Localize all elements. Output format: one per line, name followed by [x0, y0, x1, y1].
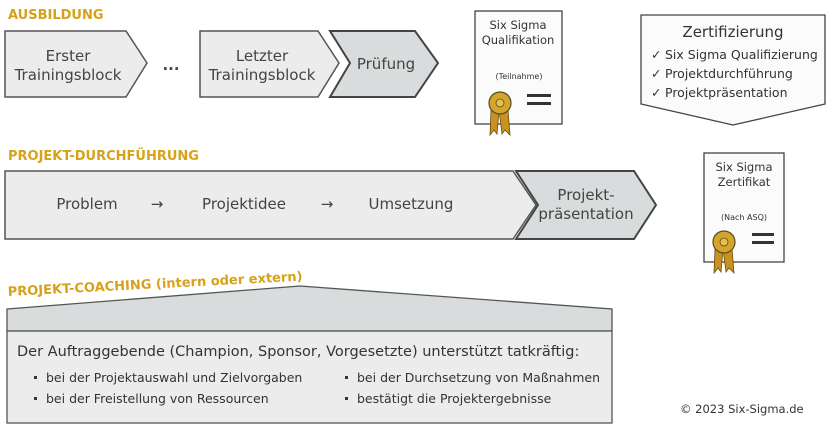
bullet-icon [34, 397, 37, 400]
projekt-final-line1: Projekt- [557, 186, 614, 204]
zertifizierung-item: Projektpräsentation [665, 85, 788, 100]
ausbildung-step2-line2: Trainingsblock [208, 66, 316, 84]
bullet-icon [34, 376, 37, 379]
bullet-icon [345, 376, 348, 379]
zertifizierung-item: Six Sigma Qualifizierung [665, 47, 818, 62]
coaching-bullet: bei der Durchsetzung von Maßnahmen [357, 370, 600, 385]
seal-icon [712, 230, 736, 275]
arrow-right-icon: → [321, 195, 334, 213]
zertifizierung-item: Projektdurchführung [665, 66, 793, 81]
ausbildung-ellipsis: ... [162, 56, 179, 74]
qualifikation-title-line2: Qualifikation [482, 33, 555, 47]
ausbildung-step-pruefung: Prüfung [328, 30, 440, 98]
ausbildung-step3: Prüfung [357, 55, 415, 73]
ausbildung-step-letzter-trainingsblock: Letzter Trainingsblock [199, 30, 340, 98]
projekt-step-praesentation: Projekt- präsentation [514, 170, 658, 240]
zertifikat-title-line2: Zertifikat [718, 175, 771, 189]
coaching-bullet: bei der Freistellung von Ressourcen [46, 391, 269, 406]
signature-line [752, 233, 774, 236]
coaching-box: Der Auftraggebende (Champion, Sponsor, V… [6, 330, 613, 424]
projekt-final-line2: präsentation [538, 205, 633, 223]
section-title-projekt-durchfuehrung: PROJEKT-DURCHFÜHRUNG [8, 148, 199, 164]
coaching-bullet: bestätigt die Projektergebnisse [357, 391, 552, 406]
projekt-step-projektidee: Projektidee [202, 195, 286, 213]
ausbildung-step-erster-trainingsblock: Erster Trainingsblock [4, 30, 148, 98]
qualifikation-note: (Teilnahme) [496, 72, 543, 81]
coaching-bullet: bei der Projektauswahl und Zielvorgaben [46, 370, 302, 385]
projekt-step-problem: Problem [56, 195, 117, 213]
seal-icon [488, 91, 512, 137]
zertifikat-note: (Nach ASQ) [721, 213, 767, 222]
zertifizierung-title: Zertifizierung [682, 23, 783, 41]
arrow-right-icon: → [151, 195, 164, 213]
section-title-ausbildung: AUSBILDUNG [8, 8, 104, 23]
signature-line [527, 102, 551, 105]
signature-line [752, 241, 774, 244]
qualifikation-document: Six Sigma Qualifikation (Teilnahme) [474, 10, 563, 137]
signature-line [527, 94, 551, 97]
ausbildung-step2-line1: Letzter [236, 47, 289, 65]
zertifikat-document: Six Sigma Zertifikat (Nach ASQ) [703, 152, 785, 275]
check-icon: ✓ [651, 47, 661, 62]
bullet-icon [345, 397, 348, 400]
check-icon: ✓ [651, 66, 661, 81]
projekt-step-umsetzung: Umsetzung [369, 195, 454, 213]
copyright-text: © 2023 Six-Sigma.de [680, 402, 804, 416]
zertifizierung-box: Zertifizierung ✓ Six Sigma Qualifizierun… [640, 14, 826, 126]
coaching-roof [6, 285, 613, 332]
zertifikat-title-line1: Six Sigma [715, 160, 772, 174]
ausbildung-step1-line2: Trainingsblock [14, 66, 122, 84]
qualifikation-title-line1: Six Sigma [489, 18, 546, 32]
projekt-process-arrow: Problem → Projektidee → Umsetzung [4, 170, 537, 240]
check-icon: ✓ [651, 85, 661, 100]
ausbildung-step1-line1: Erster [46, 47, 92, 65]
coaching-headline: Der Auftraggebende (Champion, Sponsor, V… [17, 344, 579, 360]
